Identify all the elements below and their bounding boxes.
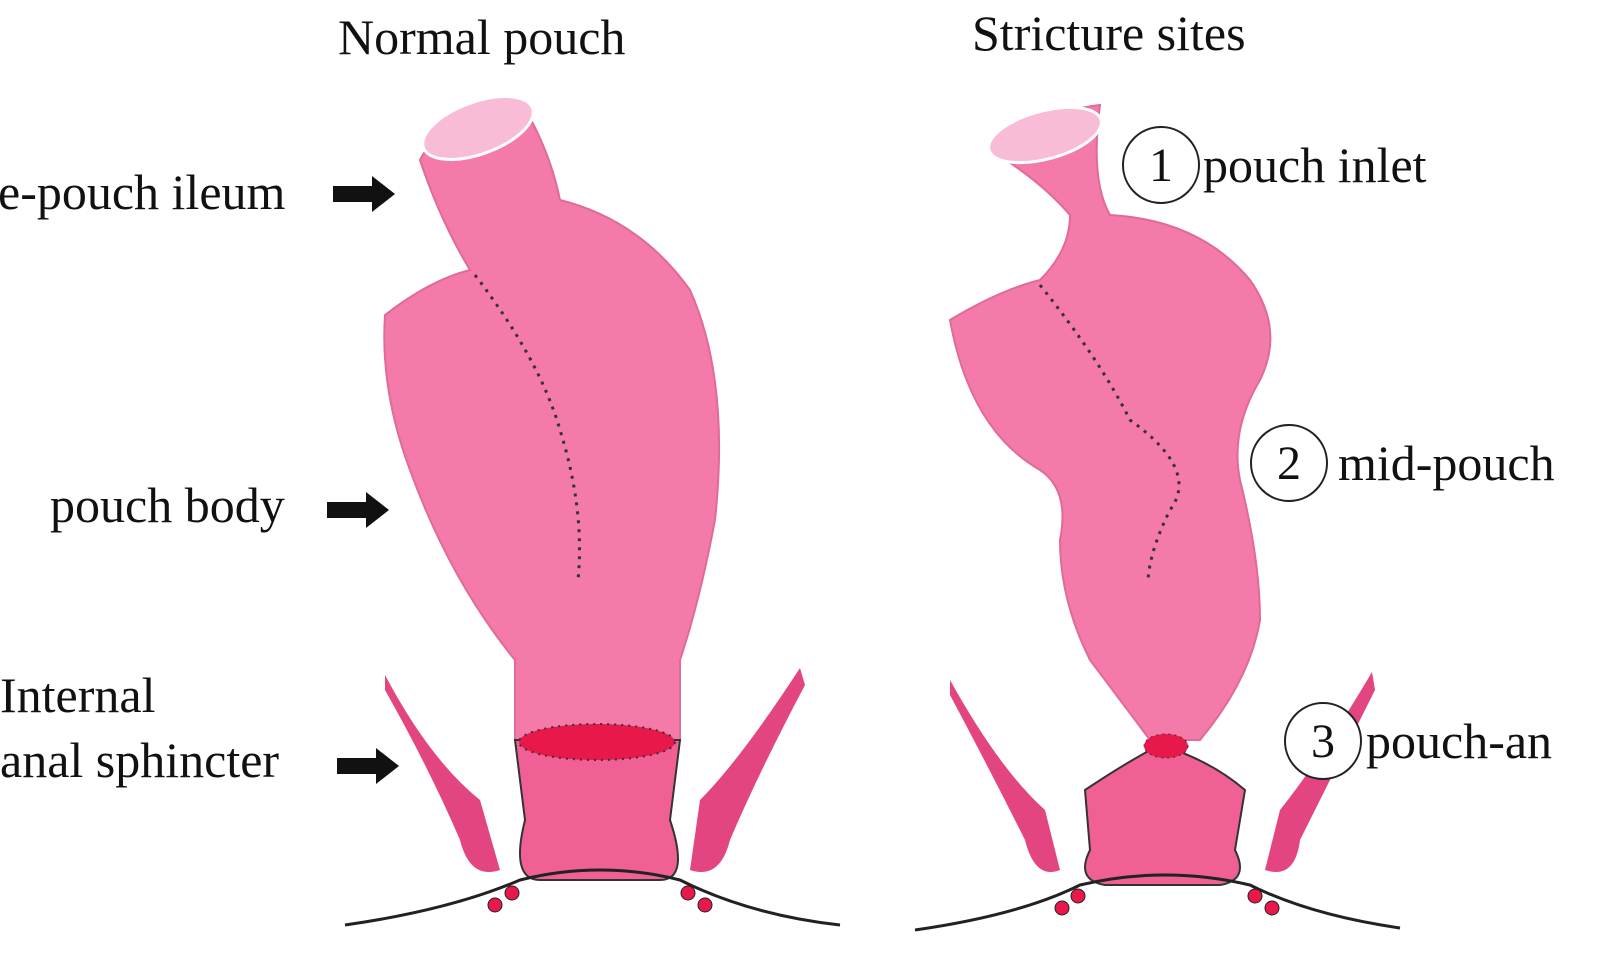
anal-canal: [513, 739, 682, 881]
anastomosis: [1143, 733, 1189, 759]
stricture-number-3: 3: [1284, 702, 1362, 780]
sphincter-left: [950, 680, 1060, 872]
stricture-pouch-drawing: [914, 103, 1401, 932]
arrow-ileum: [333, 176, 395, 212]
anal-canal: [1083, 743, 1247, 886]
title-stricture-sites: Stricture sites: [972, 5, 1246, 61]
skin-line: [344, 868, 841, 927]
label-internal: Internal: [0, 667, 156, 723]
normal-pouch-drawing: [344, 95, 841, 927]
stricture-label-pouch-anal: pouch-an: [1366, 713, 1553, 769]
stricture-number-2: 2: [1250, 424, 1328, 502]
arrows: [327, 176, 399, 784]
arrow-body: [327, 492, 389, 528]
label-anal-sphincter: anal sphincter: [0, 732, 280, 788]
stricture-label-mid-pouch: mid-pouch: [1338, 435, 1555, 491]
pouch-body: [383, 98, 721, 741]
label-pouch-body: pouch body: [50, 477, 285, 533]
stricture-number-1: 1: [1122, 126, 1200, 204]
sphincter-left: [385, 675, 500, 872]
arrow-sphincter: [337, 748, 399, 784]
sphincter-right: [690, 668, 805, 872]
stricture-label-pouch-inlet: pouch inlet: [1203, 137, 1427, 193]
pouch-lumen: [421, 95, 535, 161]
anastomosis: [518, 723, 676, 761]
title-normal-pouch: Normal pouch: [338, 9, 626, 65]
pouch-body: [948, 103, 1272, 741]
skin-line: [914, 873, 1401, 932]
pouch-lumen: [987, 105, 1103, 165]
label-pre-pouch-ileum: e-pouch ileum: [0, 164, 286, 220]
